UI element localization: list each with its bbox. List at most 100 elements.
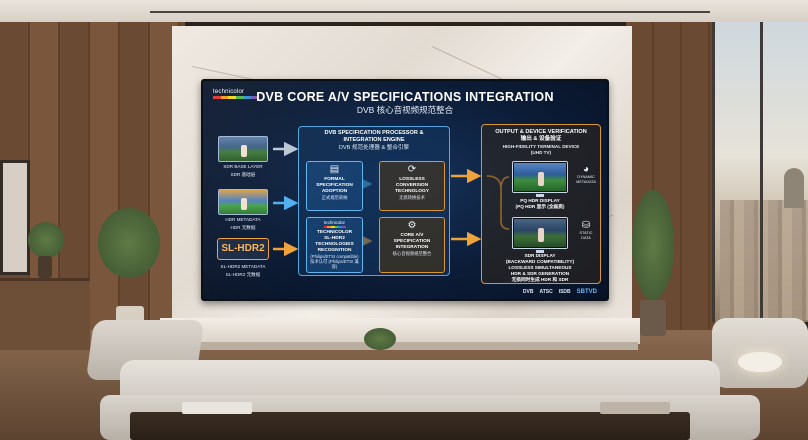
output-title-cn: 输出 & 设备验证 [520, 136, 562, 143]
core-card-line: INTEGRATION [395, 244, 429, 250]
output-title: OUTPUT & DEVICE VERIFICATION 输出 & 设备验证 H… [482, 129, 600, 155]
table-lamp [738, 352, 782, 372]
sdr-display-line: 无损同时生成 HDR 和 SDR [511, 277, 569, 283]
pq-hdr-display [512, 161, 568, 193]
formal-specification-card: ▤ FORMAL SPECIFICATION ADOPTION 正式规范采纳 [306, 161, 363, 211]
vase [38, 256, 52, 278]
technicolor-card-line: RECOGNITION [317, 247, 352, 253]
book-stack [182, 402, 252, 414]
formal-card-line: ADOPTION [321, 188, 348, 194]
technicolor-card-cn: 技术认可 (Philips/ETSI 兼容) [310, 259, 359, 270]
core-card-text: CORE A/V SPECIFICATION INTEGRATION [382, 233, 442, 251]
slhdr2-badge: SL-HDR2 [217, 238, 269, 260]
dynamic-metadata-indicator: ◕ DYNAMIC METADATA [574, 165, 598, 184]
lossless-card-cn: 无损转换技术 [399, 194, 425, 200]
sdr-display [512, 217, 568, 249]
city-skyline [720, 200, 808, 320]
lossless-card-text: LOSSLESS CONVERSION TECHNOLOGY [382, 177, 442, 195]
sdr-display-line: LOSSLESS SIMULTANEOUS [508, 265, 572, 271]
book-stack [600, 402, 670, 414]
dvb-specification-processor: DVB SPECIFICATION PROCESSOR & INTEGRATIO… [298, 126, 450, 276]
side-cabinet [0, 278, 90, 350]
sdr-display-line: HDR & SDR GENERATION [510, 271, 570, 277]
sdr-input-label: SDR BASE LAYER [223, 164, 263, 169]
output-device-abbr: (UHD TV) [530, 149, 552, 155]
sdr-display-label: SDR DISPLAY (BACKWARD COMPATIBILITY) LOS… [490, 253, 590, 284]
sbtvd-logo: SBTVD [576, 289, 597, 295]
isdb-logo: ISDB [558, 289, 571, 295]
wall-tv: technicolor DVB CORE A/V SPECIFICATIONS … [201, 79, 609, 301]
slhdr2-input-label: SL-HDR2 METADATA [220, 264, 266, 269]
sdr-display-line: SDR DISPLAY [524, 253, 556, 258]
diagram-subtitle: DVB 核心音视频规范整合 [356, 105, 454, 115]
formal-card-cn: 正式规范采纳 [321, 194, 348, 200]
broadcast-standard-logos: DVB ATSC ISDB SBTVD [523, 289, 597, 295]
window-frame [760, 22, 763, 322]
sdr-display-screen [514, 219, 566, 247]
sdr-base-layer-input: SDR BASE LAYER SDR 基础层 [213, 136, 273, 177]
potted-tree [98, 208, 160, 278]
tv-screen: technicolor DVB CORE A/V SPECIFICATIONS … [203, 81, 607, 299]
technicolor-wordmark: technicolor [213, 89, 245, 95]
slhdr2-input-label-cn: SL-HDR2 元数据 [225, 271, 261, 277]
static-line: STATIC [579, 231, 593, 235]
technicolor-card-text: TECHNICOLOR SL-HDR2 TECHNOLOGIES RECOGNI… [309, 230, 360, 254]
hdr-display-line: PQ HDR DISPLAY [520, 198, 560, 203]
media-console-top [168, 342, 638, 350]
lossless-conversion-card: ⟳ LOSSLESS CONVERSION TECHNOLOGY 无损转换技术 [379, 161, 445, 211]
processor-title: DVB SPECIFICATION PROCESSOR & INTEGRATIO… [299, 130, 449, 152]
output-device-label: HIGH-FIDELITY TERMINAL DEVICE [502, 143, 580, 149]
window-frame [712, 22, 715, 322]
plant [28, 222, 64, 258]
display-stand [536, 194, 544, 197]
core-card-line: CORE A/V [400, 233, 424, 238]
slhdr2-metadata-input: SL-HDR2 SL-HDR2 METADATA SL-HDR2 元数据 [213, 238, 273, 277]
media-console [160, 318, 640, 344]
technicolor-color-bar [213, 96, 260, 99]
static-data-indicator: ⛁ STATIC DATA [574, 221, 598, 240]
gear-icon: ⚙ [407, 220, 417, 231]
core-card-cn: 核心音视频规范整合 [392, 250, 432, 256]
dvb-logo: DVB [522, 289, 534, 295]
core-card-line: SPECIFICATION [393, 238, 431, 244]
display-stand [536, 250, 544, 253]
processor-subtitle: DVB 规范处理器 & 整合引擎 [338, 144, 410, 151]
coffee-table [130, 412, 690, 440]
pq-hdr-display-label: PQ HDR DISPLAY (PQ HDR 显示 (全画质) [490, 198, 590, 210]
processor-title-line2: INTEGRATION ENGINE [343, 137, 405, 144]
technicolor-logo: technicolor [213, 89, 260, 99]
sdr-soccer-thumbnail-icon [218, 136, 268, 162]
hdr-display-screen [514, 163, 566, 191]
technicolor-card-line: TECHNOLOGIES [315, 241, 354, 247]
refresh-icon: ⟳ [407, 164, 417, 175]
technicolor-mini-color-bar [323, 226, 346, 228]
wall-art-frame [0, 160, 30, 275]
output-title-en: OUTPUT & DEVICE VERIFICATION [495, 129, 587, 135]
static-line: DATA [581, 235, 591, 240]
technicolor-card-line: TECHNICOLOR [316, 230, 353, 235]
sdr-input-label-cn: SDR 基础层 [230, 171, 256, 177]
lossless-card-line: LOSSLESS [399, 177, 425, 182]
hdr-display-line: (PQ HDR 显示 (全画质) [515, 204, 565, 210]
hdr-input-label-cn: HDR 元数据 [230, 224, 256, 230]
core-av-integration-card: ⚙ CORE A/V SPECIFICATION INTEGRATION 核心音… [379, 217, 445, 273]
technicolor-mini-logo: technicolor [324, 220, 345, 225]
formal-card-line: SPECIFICATION [316, 182, 353, 188]
technicolor-card-note: (Philips/ETSI compatible) [310, 253, 359, 259]
wood-panel-wall-right [626, 22, 716, 352]
diagram-title: DVB CORE A/V SPECIFICATIONS INTEGRATION [256, 90, 554, 104]
processor-title-line1: DVB SPECIFICATION PROCESSOR & [324, 130, 424, 136]
planter [640, 300, 666, 336]
technicolor-card-line: SL-HDR2 [324, 235, 345, 241]
document-icon: ▤ [329, 164, 340, 175]
ceiling-light-track [150, 11, 710, 13]
formal-card-text: FORMAL SPECIFICATION ADOPTION [309, 177, 360, 195]
lossless-card-line: CONVERSION [395, 182, 429, 188]
hdr-metadata-input: HDR METADATA HDR 元数据 [213, 189, 273, 230]
potted-tree [632, 190, 674, 300]
hdr-input-label: HDR METADATA [225, 217, 261, 222]
lossless-card-line: TECHNOLOGY [395, 188, 429, 194]
output-device-verification: OUTPUT & DEVICE VERIFICATION 输出 & 设备验证 H… [481, 124, 601, 284]
technicolor-slhdr2-card: technicolor TECHNICOLOR SL-HDR2 TECHNOLO… [306, 217, 363, 273]
cathedral-dome [784, 168, 804, 208]
